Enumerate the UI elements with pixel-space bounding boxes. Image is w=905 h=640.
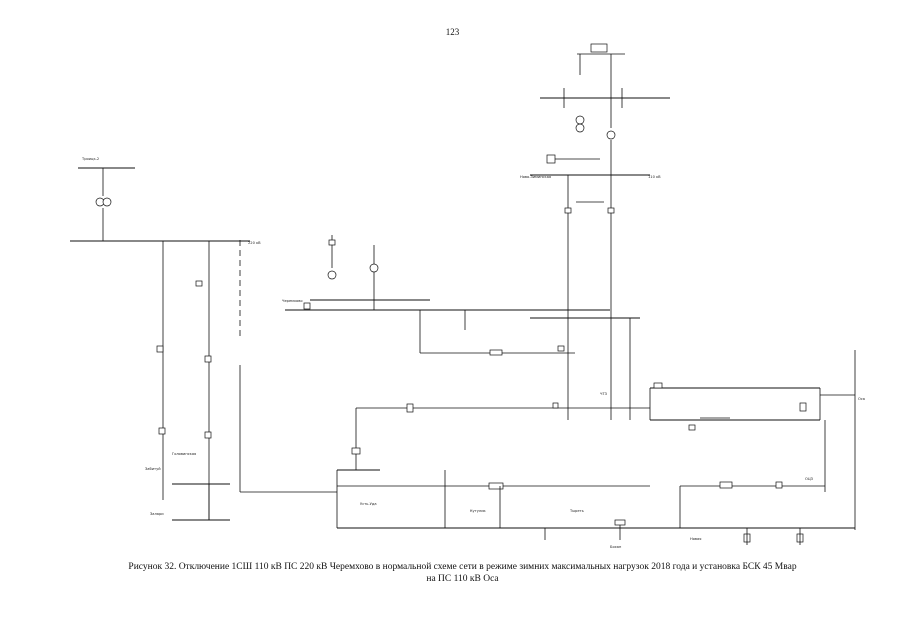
label-t1: Троицк-2 <box>81 157 99 161</box>
page-number: 123 <box>445 27 460 37</box>
label-t2: 220 кВ <box>248 241 261 245</box>
label-t10: Кутулик <box>470 509 487 513</box>
label-t12: Головинская <box>172 452 196 456</box>
caption-line-2: на ПС 110 кВ Оса <box>426 574 499 584</box>
substation-right: Оса <box>649 350 865 530</box>
label-t8: Залари <box>150 512 164 516</box>
label-t13: Тыреть <box>569 509 584 513</box>
label-t7: Оса <box>858 397 865 401</box>
label-t15: ОЦЗ <box>805 477 814 481</box>
label-t6: ЧТЗ <box>600 392 608 396</box>
label-t5: Черемхово <box>282 299 303 303</box>
label-t14: Новая <box>690 537 701 541</box>
label-t9: Усть-Уда <box>360 502 377 506</box>
substation-left: Троицк-2 220 кВ Головинская Забитуй <box>70 157 337 521</box>
substation-top: 110 кВ Ново-Зиминская <box>520 43 670 318</box>
label-t11: Забитуй <box>145 467 161 471</box>
label-t16: Бохан <box>610 545 622 549</box>
label-t4: 110 кВ <box>648 175 661 179</box>
label-t3: Ново-Зиминская <box>520 175 551 179</box>
figure-caption: Рисунок 32. Отключение 1СШ 110 кВ ПС 220… <box>40 561 885 585</box>
network-lower: Усть-Уда Кутулик Тыреть Новая ОЦЗ Бохан … <box>150 392 855 549</box>
caption-line-1: Рисунок 32. Отключение 1СШ 110 кВ ПС 220… <box>128 562 797 572</box>
substation-middle: Черемхово <box>282 235 640 420</box>
